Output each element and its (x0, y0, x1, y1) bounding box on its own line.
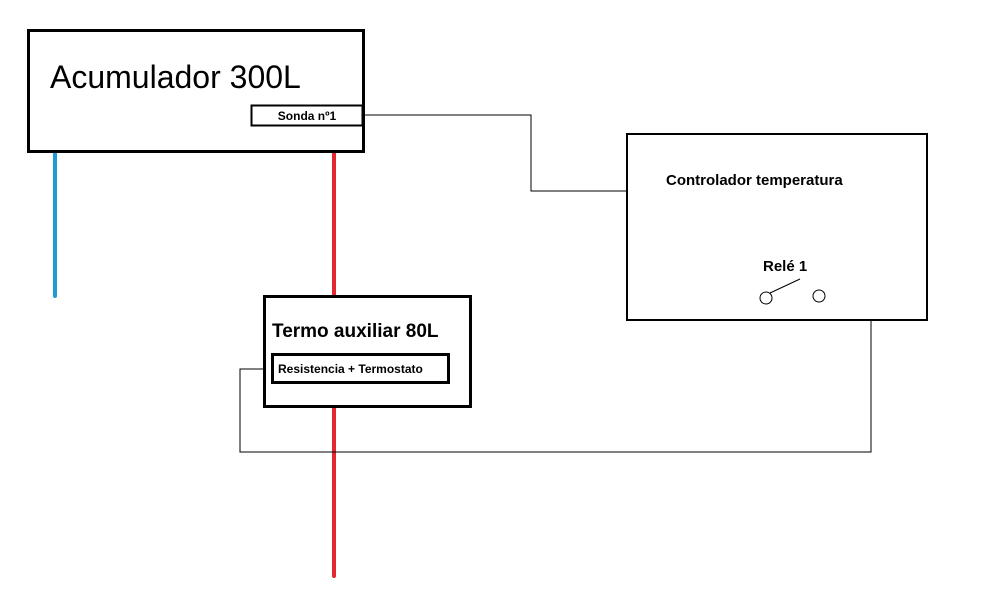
controller-box (626, 133, 928, 321)
auxiliary-heater-box (263, 295, 472, 408)
heating-element-label: Resistencia + Termostato (278, 362, 423, 376)
relay-label: Relé 1 (763, 258, 807, 275)
auxiliary-heater: Termo auxiliar 80L Resistencia + Termost… (263, 295, 472, 408)
temperature-controller: Controlador temperatura Relé 1 (626, 133, 928, 321)
accumulator-tank: Acumulador 300L Sonda nº1 (27, 29, 365, 153)
auxiliary-heater-title: Termo auxiliar 80L (272, 321, 439, 342)
sensor-label: Sonda nº1 (278, 109, 337, 123)
sensor-wire (363, 114, 627, 192)
heating-element-box (271, 353, 450, 384)
controller-title: Controlador temperatura (666, 172, 843, 189)
accumulator-box (27, 29, 365, 153)
sensor-box (250, 104, 364, 127)
accumulator-title: Acumulador 300L (50, 59, 301, 95)
relay-switch-icon (759, 278, 826, 305)
